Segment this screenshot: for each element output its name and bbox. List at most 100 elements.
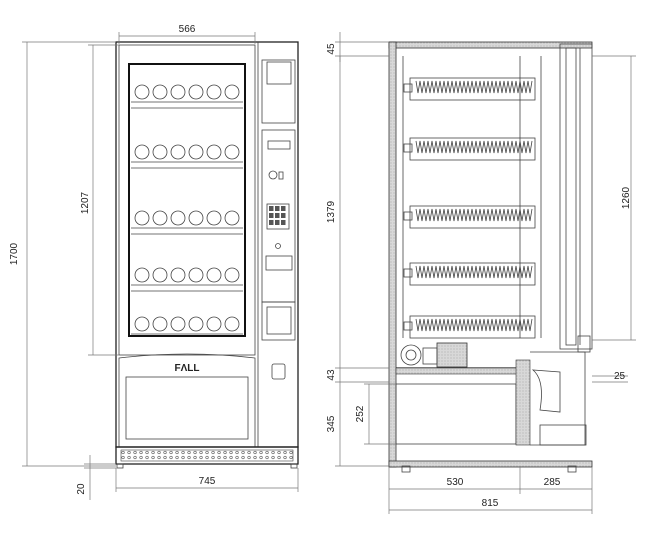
side-shelf <box>409 77 536 101</box>
spiral-coil-icon <box>188 84 204 100</box>
shelf-motor <box>403 268 413 278</box>
spiral-coil-icon <box>224 267 240 283</box>
dim-label-spiral-height: 1379 <box>326 200 337 223</box>
spiral-coil-icon <box>170 144 186 160</box>
coin-slot-icon <box>268 170 278 180</box>
spiral-coil-icon <box>152 267 168 283</box>
front-cabinet-outline <box>115 41 299 448</box>
coin-return-cup <box>265 255 293 271</box>
dim-label-glass-height: 1207 <box>80 191 91 214</box>
spiral-coil-icon <box>206 316 222 332</box>
lower-compartment <box>395 383 517 445</box>
dim-label-door-height: 1260 <box>621 186 632 209</box>
spiral-coil-icon <box>206 144 222 160</box>
side-door <box>559 43 593 350</box>
spiral-coil-icon <box>188 267 204 283</box>
spiral-coil-icon <box>224 316 240 332</box>
dim-label-feet-height: 20 <box>76 483 87 495</box>
shelf-motor <box>403 83 413 93</box>
side-insulation-floor <box>395 367 525 375</box>
keypad-key <box>275 206 280 211</box>
spiral-coil-icon <box>134 144 150 160</box>
dim-label-depth-285: 285 <box>544 477 561 488</box>
front-foot-right <box>290 463 298 469</box>
spiral-coil-icon <box>152 84 168 100</box>
spiral-coil-icon <box>206 84 222 100</box>
dim-label-hopper: 252 <box>355 405 366 422</box>
pickup-flap-side <box>531 369 561 413</box>
shelf-motor <box>403 211 413 221</box>
pickup-tray <box>539 424 587 446</box>
spiral-coil-icon <box>170 316 186 332</box>
side-shelf <box>409 137 536 161</box>
keypad-key <box>269 213 274 218</box>
base-plinth <box>115 446 299 465</box>
shelf-motor <box>403 321 413 331</box>
keypad-icon <box>266 203 290 230</box>
spiral-side-icon <box>415 318 533 332</box>
door-lock-side <box>577 335 591 353</box>
spiral-coil-icon <box>134 84 150 100</box>
door-lock-icon <box>271 363 286 380</box>
side-back-wall <box>388 41 397 468</box>
glass-door-frame <box>118 44 256 356</box>
spiral-side-icon <box>415 265 533 279</box>
spiral-coil-icon <box>224 144 240 160</box>
glass-window <box>128 63 246 337</box>
side-shelf <box>409 315 536 339</box>
dim-label-lower-cab: 345 <box>326 415 337 432</box>
front-view: FΛLL 566 1700 1207 <box>9 24 299 500</box>
spiral-coil-icon <box>152 316 168 332</box>
spiral-coil-icon <box>134 210 150 226</box>
spiral-coil-icon <box>152 210 168 226</box>
lower-display-screen <box>266 306 292 335</box>
dim-label-top-width: 566 <box>179 24 196 35</box>
dim-label-top-offset: 45 <box>326 43 337 55</box>
front-shelves <box>131 84 243 335</box>
compressor-fan-icon <box>400 344 422 366</box>
side-bottom-wall <box>388 460 593 468</box>
pickup-housing <box>118 353 256 448</box>
base-grille <box>120 449 294 462</box>
spiral-side-icon <box>415 80 533 94</box>
side-shelf <box>409 205 536 229</box>
dim-label-depth-530: 530 <box>447 477 464 488</box>
keypad-key <box>275 220 280 225</box>
pickup-bin <box>530 351 586 446</box>
side-view: 45 1379 43 345 252 1260 25 530 <box>326 32 636 514</box>
keypad-key <box>275 213 280 218</box>
keypad-key <box>269 220 274 225</box>
spiral-side-icon <box>415 208 533 222</box>
pickup-wall <box>515 359 531 446</box>
dim-label-bottom-width: 745 <box>199 476 216 487</box>
pickup-flap <box>125 376 249 440</box>
dim-label-gap: 43 <box>326 369 337 381</box>
dim-label-right: 25 <box>614 371 626 382</box>
front-foot-left <box>116 463 124 469</box>
spiral-coil-icon <box>188 210 204 226</box>
shelf-motor <box>403 143 413 153</box>
condenser-unit <box>436 342 468 368</box>
bill-acceptor-slot <box>267 140 291 150</box>
spiral-coil-icon <box>206 267 222 283</box>
side-shelves <box>403 77 536 339</box>
display-screen <box>266 61 292 85</box>
lower-display-panel <box>261 301 296 341</box>
keypad-key <box>281 220 286 225</box>
dim-label-total-height: 1700 <box>9 242 20 265</box>
keypad-key <box>269 206 274 211</box>
coin-return-button <box>278 171 284 180</box>
spiral-coil-icon <box>134 267 150 283</box>
spiral-coil-icon <box>188 144 204 160</box>
spiral-coil-icon <box>188 316 204 332</box>
spiral-coil-icon <box>152 144 168 160</box>
spiral-side-icon <box>415 140 533 154</box>
keypad-key <box>281 213 286 218</box>
spiral-coil-icon <box>170 84 186 100</box>
spiral-coil-icon <box>170 210 186 226</box>
spiral-coil-icon <box>206 210 222 226</box>
side-foot-front <box>567 465 577 473</box>
display-panel <box>261 59 296 124</box>
